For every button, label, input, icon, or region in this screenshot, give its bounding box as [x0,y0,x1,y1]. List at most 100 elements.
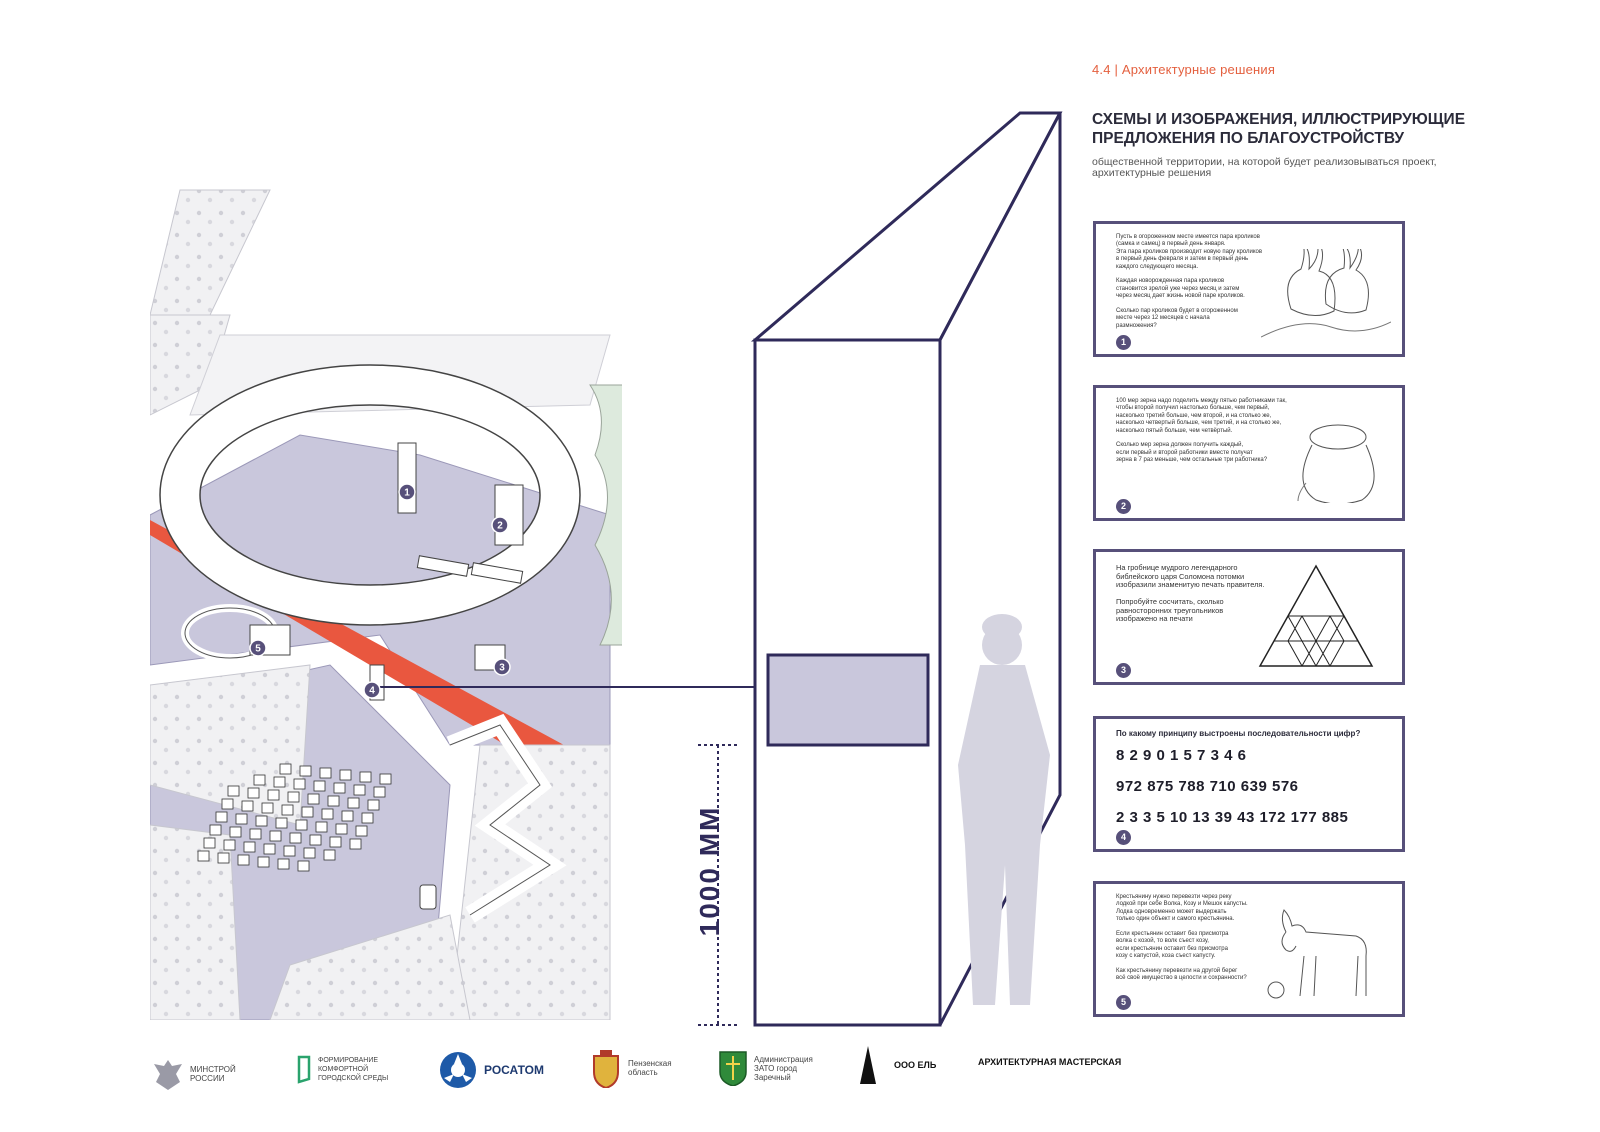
cube-block [367,799,380,811]
cube-block [359,771,372,783]
cube-block [283,845,296,857]
cube-block [215,811,228,823]
cube-block [319,767,332,779]
cube-block [235,813,248,825]
cube-block [197,850,210,862]
ring-canopy [160,365,580,625]
pillar-3 [474,644,506,671]
cube-block [321,808,334,820]
plan-marker-2: 2 [491,516,509,534]
cube-block [335,823,348,835]
cube-block [333,782,346,794]
cube-block [227,785,240,797]
logo-architectural-studio: АРХИТЕКТУРНАЯ МАСТЕРСКАЯ [978,1058,1121,1067]
cube-block [293,778,306,790]
cube-block [379,773,392,785]
logo-label: ФОРМИРОВАНИЕ КОМФОРТНОЙ ГОРОДСКОЙ СРЕДЫ [318,1056,389,1082]
logo-label: Администрация ЗАТО город Заречный [754,1054,813,1082]
number-sequence: 8 2 9 0 1 5 7 3 4 6 [1116,747,1247,764]
section-label: 4.4 | Архитектурные решения [1092,62,1276,77]
cube-block [349,838,362,850]
card-number-badge: 4 [1116,830,1131,845]
svg-text:5: 5 [255,644,261,655]
svg-text:3: 3 [499,663,505,674]
card-1-text: Пусть в огороженном месте имеется пара к… [1116,234,1263,329]
rabbits-icon [1261,249,1391,338]
cube-block [313,780,326,792]
puzzle-card-2: 100 мер зерна надо поделить между пятью … [1093,385,1405,521]
dimension-label: 1000 ММ [694,805,725,937]
card-4-question: По какому принципу выстроены последовате… [1116,729,1361,738]
cube-block [203,837,216,849]
trash-bin [419,884,437,910]
cube-block [229,826,242,838]
cube-block [355,825,368,837]
cube-block [261,802,274,814]
pointer-line-ext [622,686,764,688]
puzzle-card-1: Пусть в огороженном месте имеется пара к… [1093,221,1405,357]
plan-marker-4: 4 [363,681,381,699]
cube-block [315,821,328,833]
cube-block [267,789,280,801]
logo-el: ООО ЕЛЬ [858,1044,936,1086]
info-panel [766,653,930,747]
cube-grid [197,763,392,872]
cube-block [273,776,286,788]
card-2-text: 100 мер зерна надо поделить между пятью … [1116,398,1287,464]
solomon-seal-icon [1258,564,1374,667]
lawn-bottom [269,914,471,1020]
cube-block [329,836,342,848]
rosatom-icon [440,1052,476,1088]
cube-block [241,800,254,812]
cube-block [301,806,314,818]
page-subtitle: общественной территории, на которой буде… [1092,156,1437,179]
cube-block [303,847,316,859]
pillar-1 [397,442,417,514]
cube-block [287,791,300,803]
cube-block [263,843,276,855]
logo-comfort-city: ФОРМИРОВАНИЕ КОМФОРТНОЙ ГОРОДСКОЙ СРЕДЫ [296,1054,388,1084]
logo-label: РОСАТОМ [484,1062,544,1077]
cube-block [243,841,256,853]
cube-block [323,849,336,861]
logo-label: МИНСТРОЙ РОССИИ [190,1065,236,1083]
puzzle-card-3: На гробнице мудрого легендарного библейс… [1093,549,1405,685]
card-number-badge: 2 [1116,499,1131,514]
cube-block [295,819,308,831]
penza-coat-of-arms-icon [593,1050,619,1088]
goat-icon [1267,909,1367,999]
cube-block [327,795,340,807]
cube-block [309,834,322,846]
spruce-triangle-icon [860,1046,876,1084]
cube-block [307,793,320,805]
svg-text:1: 1 [404,488,410,499]
human-silhouette [958,614,1050,1005]
cube-block [281,804,294,816]
number-sequence: 2 3 3 5 10 13 39 43 172 177 885 [1116,809,1349,826]
eagle-emblem-icon [154,1060,182,1090]
cube-block [341,810,354,822]
site-plan-illustration: 1 2 3 4 5 [150,185,622,1020]
cube-block [209,824,222,836]
cube-block [289,832,302,844]
cube-block [253,774,266,786]
svg-text:4: 4 [369,686,375,697]
cube-block [299,765,312,777]
logo-label: ООО ЕЛЬ [894,1059,937,1070]
cube-block [279,763,292,775]
cube-block [223,839,236,851]
cube-block [217,852,230,864]
plan-marker-1: 1 [398,483,416,501]
cube-block [347,797,360,809]
logo-zarechny: Администрация ЗАТО город Заречный [718,1050,813,1086]
bench [416,555,470,577]
bench [470,562,524,584]
plan-marker-5: 5 [249,639,267,657]
cube-block [255,815,268,827]
cube-block [237,854,250,866]
comfort-city-icon [297,1055,311,1084]
card-number-badge: 3 [1116,663,1131,678]
page-title: СХЕМЫ И ИЗОБРАЖЕНИЯ, ИЛЛЮСТРИРУЮЩИЕ ПРЕД… [1092,111,1466,147]
card-number-badge: 5 [1116,995,1131,1010]
cube-block [361,812,374,824]
